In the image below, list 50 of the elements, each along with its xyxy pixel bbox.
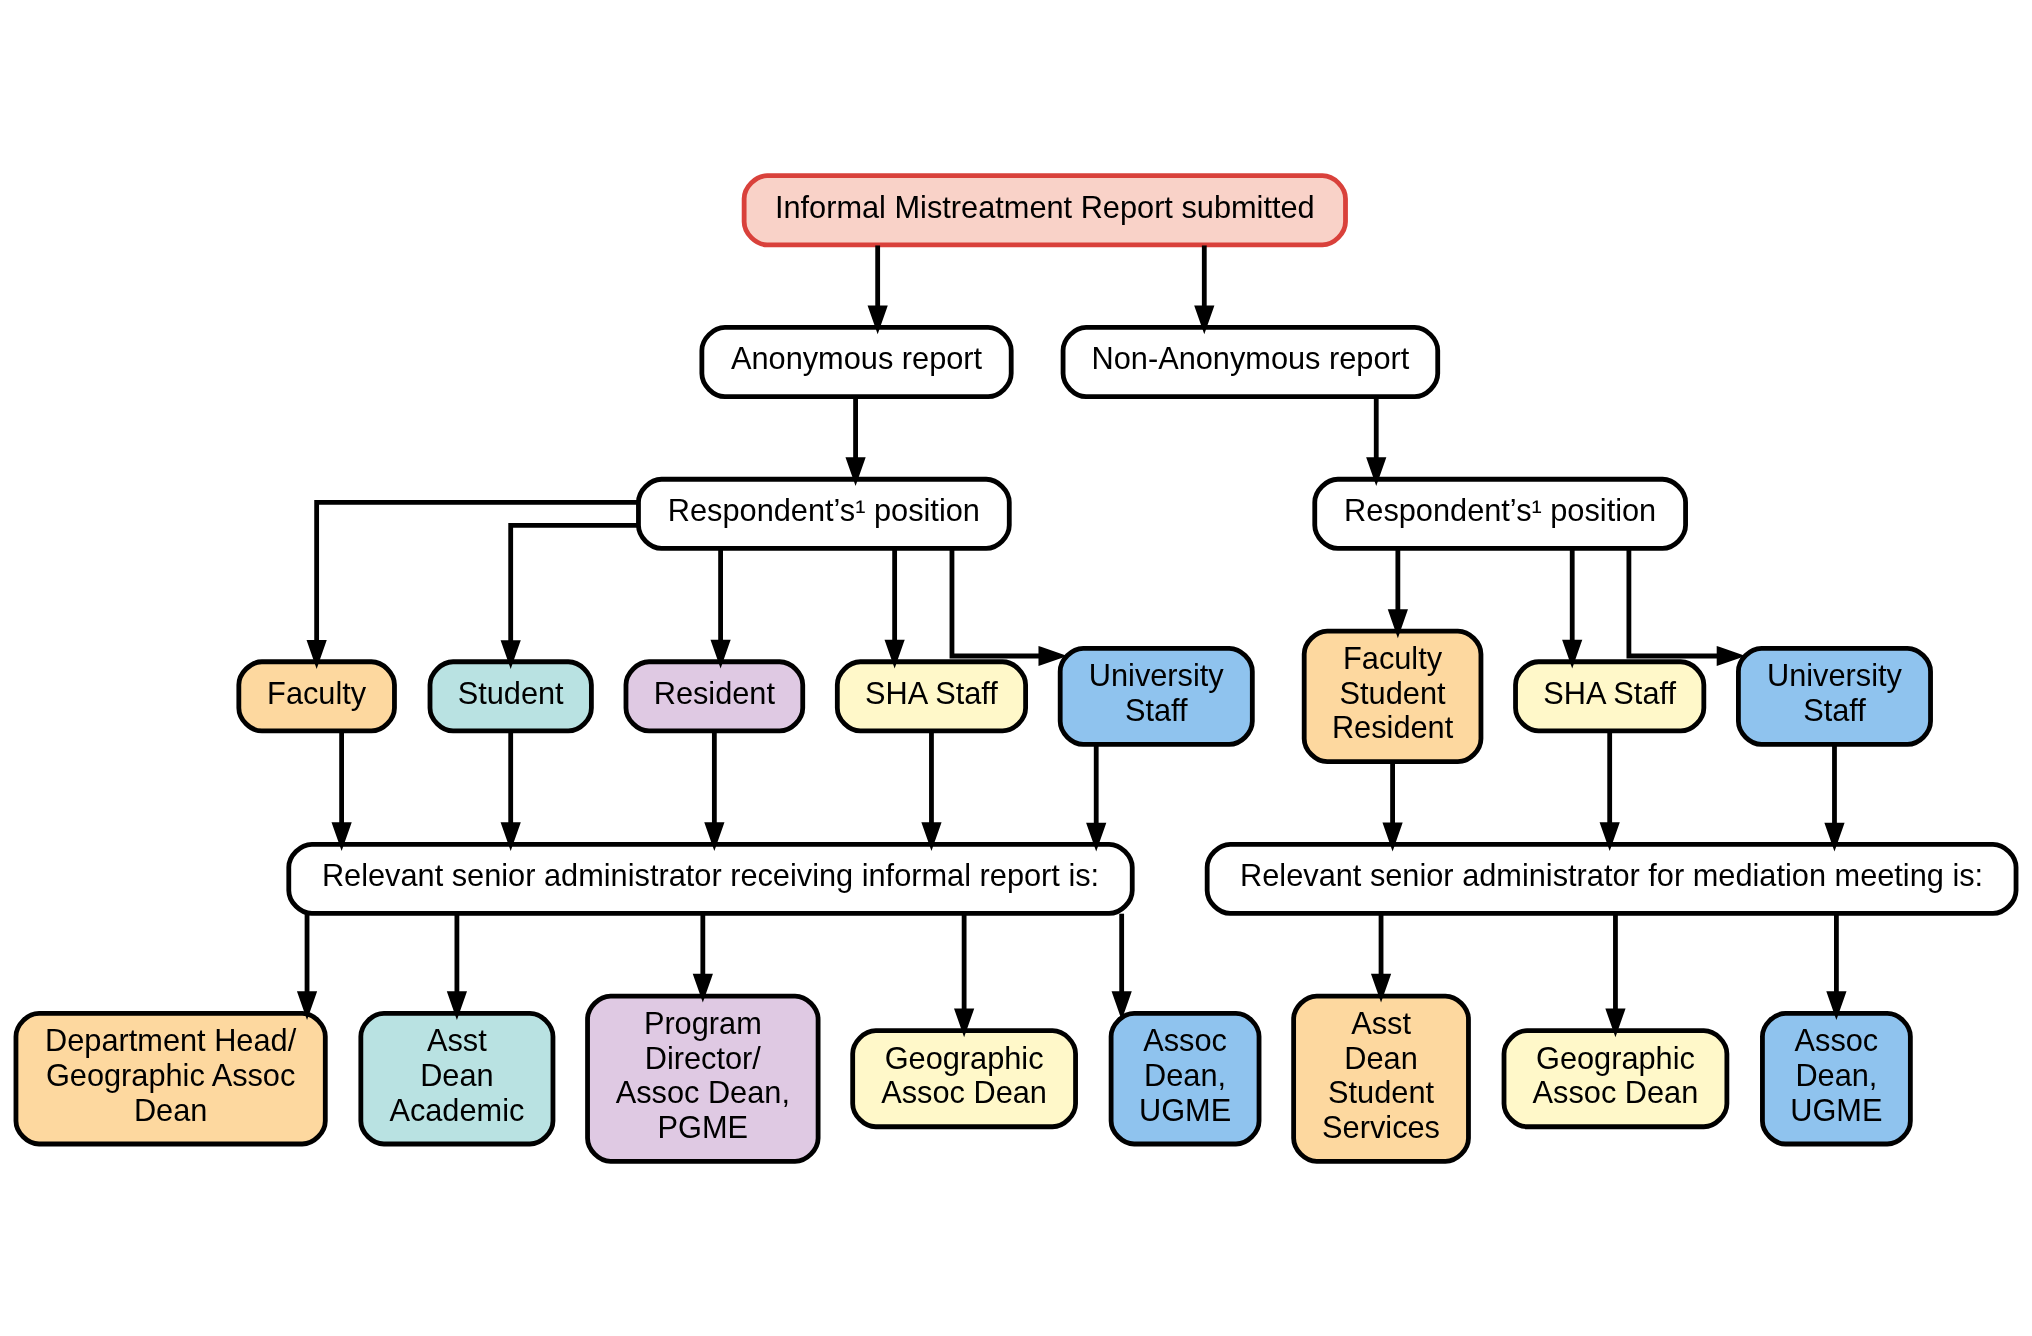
arrow: [867, 244, 888, 334]
node-box: SHA Staff: [834, 658, 1028, 733]
arrow: [1562, 548, 1583, 669]
node-box: Department Head/ Geographic Assoc Dean: [13, 1010, 328, 1146]
node-box: Geographic Assoc Dean: [850, 1027, 1078, 1129]
arrow: [1370, 913, 1392, 1003]
arrow: [884, 548, 905, 669]
arrow: [704, 731, 725, 851]
arrow: [1086, 744, 1107, 852]
arrow: [446, 913, 467, 1020]
arrow: [692, 913, 713, 1003]
arrow: [306, 499, 638, 669]
node-box: Relevant senior administrator for mediation meeting is:: [1204, 841, 2019, 916]
node-box: Resident: [623, 658, 806, 733]
node-box: Asst Dean Academic: [358, 1010, 556, 1146]
arrow: [1605, 913, 1626, 1037]
arrow: [500, 522, 639, 669]
arrow: [1826, 913, 1847, 1020]
node-box: Faculty Student Resident: [1301, 628, 1484, 764]
arrow: [845, 396, 866, 486]
arrow: [1387, 548, 1408, 638]
arrow: [1626, 548, 1746, 666]
node-box: Non-Anonymous report: [1060, 324, 1441, 399]
arrow: [500, 731, 521, 851]
node-box: Anonymous report: [699, 324, 1014, 399]
arrow: [296, 913, 318, 1020]
node-box: Faculty: [236, 658, 397, 733]
node-box: Informal Mistreatment Report submitted: [741, 172, 1348, 247]
arrow: [954, 913, 975, 1037]
arrow: [1599, 731, 1620, 851]
node-box: SHA Staff: [1513, 658, 1707, 733]
arrow: [1194, 244, 1215, 334]
arrow: [1382, 761, 1403, 851]
node-box: University Staff: [1736, 645, 1933, 747]
arrow: [921, 731, 942, 851]
arrow: [710, 548, 731, 669]
node-box: Program Director/ Assoc Dean, PGME: [585, 993, 821, 1164]
node-box: Geographic Assoc Dean: [1501, 1027, 1730, 1129]
node-box: Respondent’s¹ position: [1312, 476, 1688, 551]
node-box: University Staff: [1057, 645, 1255, 747]
node-box: Asst Dean Student Services: [1291, 993, 1471, 1164]
arrow: [331, 731, 352, 851]
node-box: Relevant senior administrator receiving informal report is:: [286, 841, 1135, 916]
node-box: Assoc Dean, UGME: [1108, 1010, 1262, 1146]
node-box: Student: [427, 658, 594, 733]
arrow: [949, 548, 1068, 666]
arrow: [1366, 396, 1387, 486]
node-box: Assoc Dean, UGME: [1760, 1010, 1913, 1146]
arrow: [1824, 744, 1845, 852]
node-box: Respondent’s¹ position: [636, 476, 1012, 551]
